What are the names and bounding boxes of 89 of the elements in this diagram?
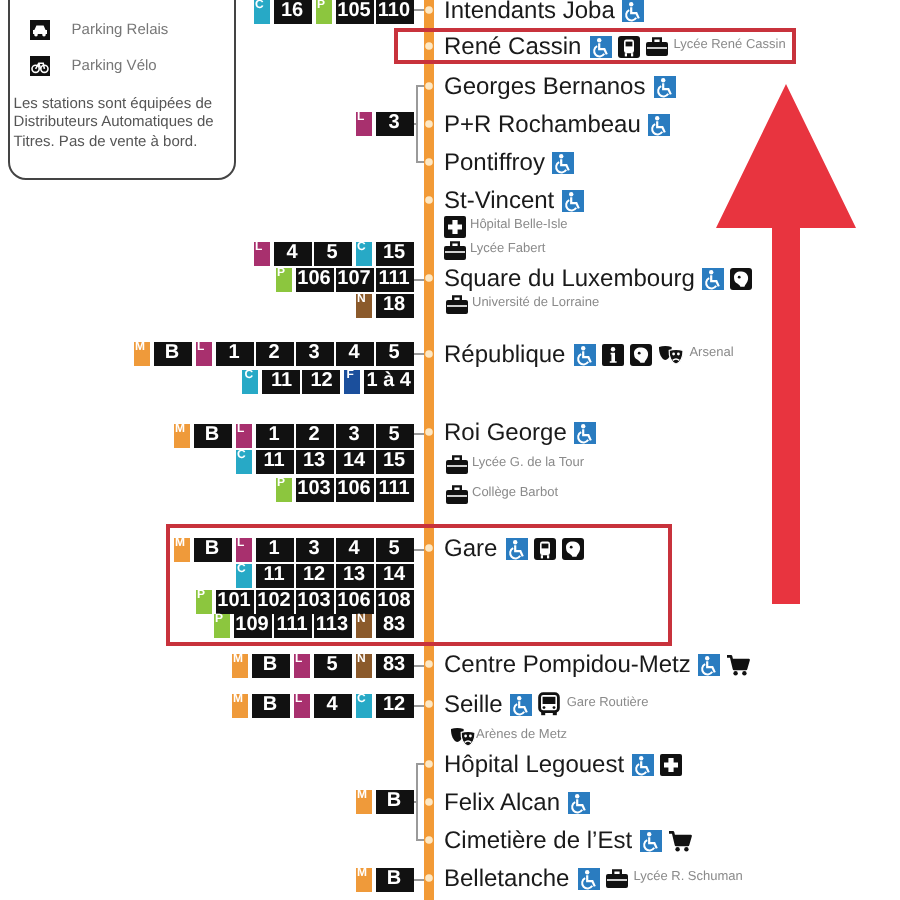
line-number-badge: 13 — [335, 564, 373, 588]
station-name: Square du Luxembourg — [444, 264, 695, 292]
line-number-badge: 4 — [335, 538, 373, 562]
line-number-badge: 106 — [295, 268, 333, 292]
line-number-badge: 14 — [375, 564, 413, 588]
line-number-badge: 2 — [255, 342, 293, 366]
line-number-badge: 1 — [215, 342, 253, 366]
station-name: République — [444, 340, 566, 368]
line-number-badge: B — [375, 868, 413, 892]
line-number-badge: 83 — [375, 614, 413, 638]
line-number-badge: 11 — [262, 370, 301, 394]
line-number-badge: B — [251, 654, 289, 678]
line-number-badge: 111 — [375, 268, 413, 292]
line-number-badge: 110 — [375, 0, 413, 24]
highlight-frame — [394, 28, 796, 64]
station-name: Intendants Joba — [444, 0, 615, 24]
route-line — [424, 446, 434, 534]
line-number-badge: 102 — [255, 590, 293, 614]
line-number-badge: 18 — [375, 294, 413, 318]
line-number-badge: 1 à 4 — [364, 370, 413, 394]
line-number-badge: 3 — [335, 424, 373, 448]
line-number-badge: 2 — [295, 424, 333, 448]
line-number-badge: 103 — [295, 590, 333, 614]
line-number-badge: 11 — [255, 564, 293, 588]
route-line — [424, 854, 434, 864]
line-number-badge: 103 — [295, 478, 333, 502]
station-name: Felix Alcan — [444, 788, 561, 816]
station-name: René Cassin — [444, 32, 582, 60]
route-line — [424, 816, 434, 826]
line-number-badge: 13 — [295, 450, 333, 474]
line-number-badge: 1 — [255, 424, 293, 448]
line-number-badge: 3 — [295, 342, 333, 366]
station-name: St-Vincent — [444, 186, 555, 214]
station-name: Pontiffroy — [444, 148, 545, 176]
line-number-badge: B — [375, 790, 413, 814]
line-number-badge: B — [193, 538, 231, 562]
line-number-badge: 101 — [215, 590, 253, 614]
route-line — [424, 718, 434, 750]
station-name: Cimetière de l’Est — [444, 826, 633, 854]
line-number-badge: 5 — [375, 538, 413, 562]
station-name: Seille — [444, 690, 503, 718]
line-number-badge: 12 — [295, 564, 333, 588]
route-line — [424, 562, 434, 650]
line-number-badge: 4 — [313, 694, 351, 718]
line-number-badge: 1 — [255, 538, 293, 562]
route-line — [424, 292, 434, 340]
station-name: Georges Bernanos — [444, 72, 646, 100]
line-number-badge: 5 — [375, 424, 413, 448]
route-line — [424, 138, 434, 148]
line-number-badge: 15 — [375, 242, 413, 266]
line-number-badge: B — [153, 342, 191, 366]
route-line — [424, 778, 434, 788]
line-number-badge: 106 — [335, 590, 373, 614]
station-name: Gare — [444, 534, 498, 562]
line-number-badge: 3 — [295, 538, 333, 562]
line-number-badge: 5 — [313, 242, 351, 266]
line-number-badge: 108 — [375, 590, 413, 614]
station-name: Centre Pompidou-Metz — [444, 650, 691, 678]
line-number-badge: 5 — [313, 654, 351, 678]
route-line — [424, 176, 434, 186]
line-number-badge: B — [193, 424, 231, 448]
route-line — [424, 214, 434, 264]
route-line — [424, 368, 434, 418]
line-number-badge: 83 — [375, 654, 413, 678]
route-line — [424, 678, 434, 690]
station-name: Belletanche — [444, 864, 570, 892]
station-name: Hôpital Legouest — [444, 750, 625, 778]
line-number-badge: 4 — [273, 242, 311, 266]
line-number-badge: 11 — [255, 450, 293, 474]
line-number-badge: 106 — [335, 478, 373, 502]
line-number-badge: 107 — [335, 268, 373, 292]
line-number-badge: 111 — [273, 614, 311, 638]
highlight-frame — [166, 524, 672, 646]
line-number-badge: 16 — [273, 0, 311, 24]
line-number-badge: 111 — [375, 478, 413, 502]
line-number-badge: 12 — [302, 370, 341, 394]
line-number-badge: 109 — [233, 614, 271, 638]
route-line — [424, 100, 434, 110]
line-number-badge: 4 — [335, 342, 373, 366]
line-number-badge: B — [251, 694, 289, 718]
line-number-badge: 14 — [335, 450, 373, 474]
line-number-badge: 113 — [313, 614, 351, 638]
station-name: Roi George — [444, 418, 567, 446]
line-number-badge: 12 — [375, 694, 413, 718]
station-name: P+R Rochambeau — [444, 110, 641, 138]
line-number-badge: 15 — [375, 450, 413, 474]
line-number-badge: 3 — [375, 112, 413, 136]
line-number-badge: 5 — [375, 342, 413, 366]
line-number-badge: 105 — [335, 0, 373, 24]
